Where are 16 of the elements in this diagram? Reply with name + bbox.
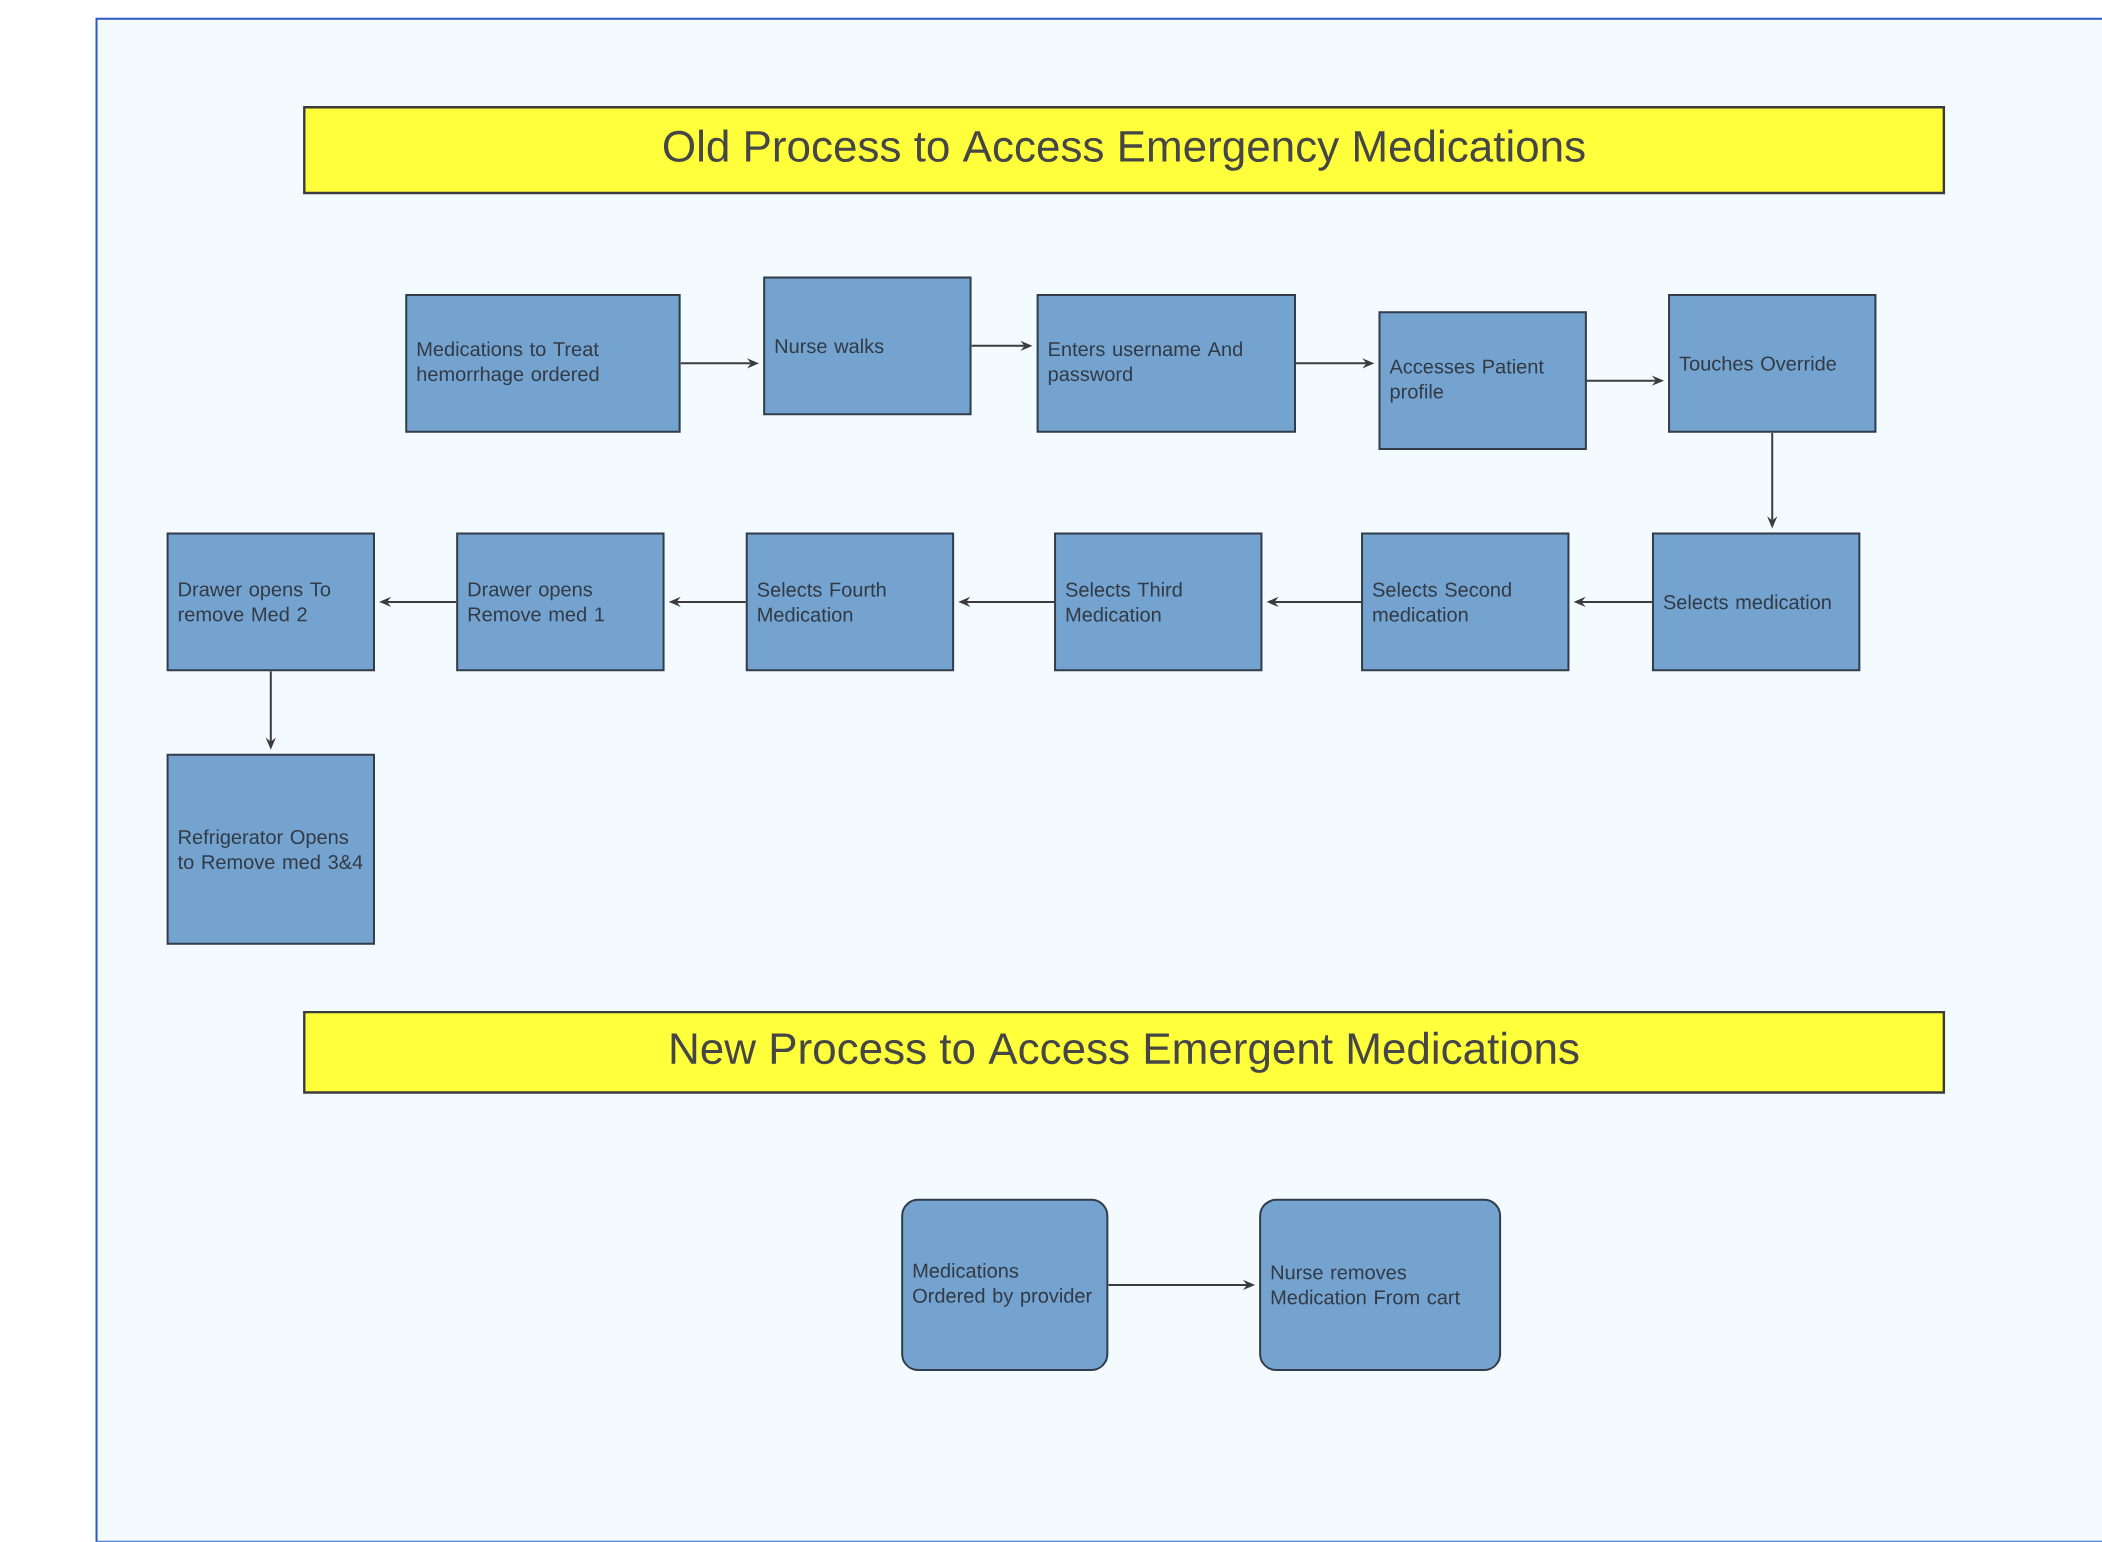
- process-box: Selects Second medication: [1361, 532, 1570, 672]
- title-banner: New Process to Access Emergent Medications: [303, 1011, 1946, 1094]
- process-box: Drawer opens Remove med 1: [456, 532, 665, 672]
- process-box: Medications Ordered by provider: [901, 1199, 1109, 1372]
- process-box: Nurse removes Medication From cart: [1259, 1199, 1502, 1372]
- process-box: Drawer opens To remove Med 2: [166, 532, 375, 672]
- process-box: Selects medication: [1651, 532, 1861, 672]
- process-box: Accesses Patient profile: [1378, 311, 1587, 451]
- process-box: Selects Third Medication: [1054, 532, 1263, 672]
- process-box: Enters username And password: [1036, 294, 1296, 433]
- process-box: Refrigerator Opens to Remove med 3&4: [166, 753, 375, 945]
- process-box: Nurse walks: [763, 276, 972, 416]
- process-box: Medications to Treat hemorrhage ordered: [405, 294, 681, 433]
- process-box: Selects Fourth Medication: [745, 532, 955, 672]
- process-box: Touches Override: [1668, 294, 1877, 433]
- title-banner: Old Process to Access Emergency Medications: [303, 106, 1946, 195]
